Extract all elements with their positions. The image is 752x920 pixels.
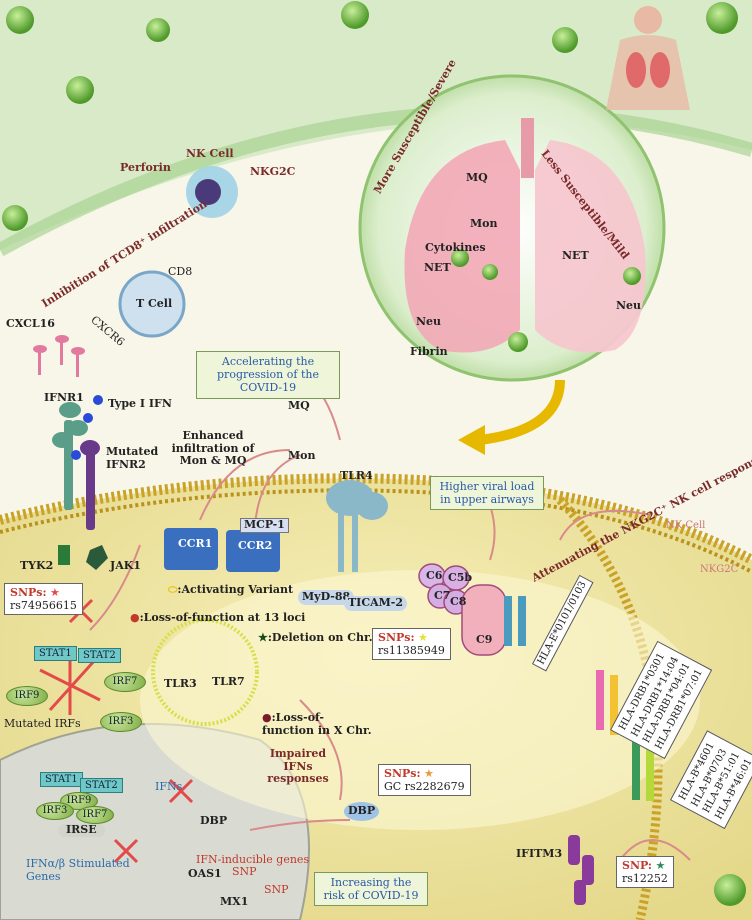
lung-neu-label: Neu xyxy=(416,315,442,328)
ifnr1-label: IFNR1 xyxy=(44,391,84,404)
nk-cell-label: NK Cell xyxy=(186,147,234,160)
snp-mx1-label: SNP xyxy=(264,883,289,896)
stat1-tag: STAT1 xyxy=(34,646,77,661)
c9-label: C9 xyxy=(476,633,493,646)
snp-ifitm-value: rs12252 xyxy=(622,872,668,886)
left-lung xyxy=(404,140,520,353)
perforin-label: Perforin xyxy=(120,161,171,174)
lung-mon-label: Mon xyxy=(470,217,498,230)
irf7-ellipse: IRF7 xyxy=(104,672,146,692)
ifns-label: IFNs xyxy=(155,780,183,793)
nkg2c-label: NKG2C xyxy=(250,165,296,178)
ifitm3-label: IFITM3 xyxy=(516,847,563,860)
lung-cytokines-label: Cytokines xyxy=(425,241,486,254)
snp-c9-prefix: SNPs: xyxy=(378,631,415,644)
snp-tyk2-box: SNPs: ★ rs74956615 xyxy=(4,583,83,616)
impaired-label: Impaired IFNs responses xyxy=(267,747,329,786)
snp-ifitm-prefix: SNP: xyxy=(622,859,652,872)
ccr2-label: CCR2 xyxy=(238,539,273,552)
ifitm3-molecule xyxy=(568,835,594,905)
c6-label: C6 xyxy=(426,569,443,582)
endosome xyxy=(151,618,259,726)
type1-ifn-label: Type I IFN xyxy=(108,397,172,410)
snp-c9-value: rs11385949 xyxy=(378,644,445,658)
c5b-label: C5b xyxy=(448,571,473,584)
snp-tyk2-prefix: SNPs: xyxy=(10,586,47,599)
activating-label: ⬭:Activating Variant xyxy=(168,583,294,596)
stat2-nuc-tag: STAT2 xyxy=(80,778,123,793)
mx1-label: MX1 xyxy=(220,895,249,908)
jak1-icon xyxy=(86,545,108,570)
snp-tyk2-value: rs74956615 xyxy=(10,599,77,613)
mq-label: MQ xyxy=(288,399,310,412)
cxcl16-label: CXCL16 xyxy=(6,317,55,330)
tyk2-icon xyxy=(58,545,70,565)
right-lung xyxy=(535,140,646,353)
lof13-label: ●:Loss-of-function at 13 loci xyxy=(130,611,306,624)
ccr1-receptor xyxy=(164,528,218,570)
dbp-label: DBP xyxy=(200,814,228,827)
hla-e-molecule xyxy=(504,596,526,646)
mcp1-label: MCP-1 xyxy=(240,518,289,533)
tyk2-label: TYK2 xyxy=(20,559,54,572)
enhanced-label: Enhanced infiltration of Mon & MQ xyxy=(171,429,255,468)
dbp-b-label: DBP xyxy=(344,802,380,821)
c8-label: C8 xyxy=(450,595,467,608)
deletion-label: ★:Deletion on Chr. 18 xyxy=(258,631,392,644)
lung-net-label: NET xyxy=(424,261,451,274)
irf3-ellipse: IRF3 xyxy=(100,712,142,732)
irf9-ellipse: IRF9 xyxy=(6,686,48,706)
stimulated-genes-label: IFNα/β Stimulated Genes xyxy=(26,857,130,883)
hla-b-molecule xyxy=(632,740,654,801)
mon-label: Mon xyxy=(288,449,316,462)
oas1-label: OAS1 xyxy=(188,867,222,880)
tlr3-label: TLR3 xyxy=(164,677,197,690)
nk-cell-small-label: NK Cell xyxy=(666,520,706,531)
snp-gc-value: GC rs2282679 xyxy=(384,780,465,794)
irf3-nuc: IRF3 xyxy=(36,802,74,820)
irf7-nuc: IRF7 xyxy=(76,806,114,824)
ccr1-label: CCR1 xyxy=(178,537,213,550)
t-cell xyxy=(118,270,186,338)
mutated-ifnr2-label: Mutated IFNR2 xyxy=(106,445,159,471)
tlr7-label: TLR7 xyxy=(212,675,245,688)
lung-fibrin-label: Fibrin xyxy=(410,345,448,358)
ticam2-label: TICAM-2 xyxy=(344,596,408,611)
ifnr2-receptor xyxy=(80,440,100,530)
snp-gc-prefix: SNPs: xyxy=(384,767,421,780)
tlr4-receptor xyxy=(326,480,388,572)
lofx-label: ●:Loss-of-function in X Chr. xyxy=(262,711,372,737)
cell-membrane xyxy=(0,473,752,565)
virus-particles xyxy=(2,1,746,906)
myd88-label: MyD-88 xyxy=(298,590,355,605)
higher-viral-load-box: Higher viral load in upper airways xyxy=(430,476,544,511)
irse-label: IRSE xyxy=(58,823,105,837)
ifnr1-receptor xyxy=(52,402,88,510)
mutated-irfs-label: Mutated IRFs xyxy=(4,717,81,730)
lung-neu2-label: Neu xyxy=(616,299,642,312)
accelerating-box: Accelerating the progression of the COVI… xyxy=(196,351,340,399)
t-cell-label: T Cell xyxy=(136,297,173,310)
snp-ifitm-box: SNP: ★ rs12252 xyxy=(616,856,674,889)
hla-drb-molecule xyxy=(596,670,618,735)
snp-c9-box: SNPs: ★ rs11385949 xyxy=(372,628,451,661)
tlr4-label: TLR4 xyxy=(340,469,373,482)
ccr2-receptor xyxy=(226,530,280,572)
ifn-inducible-label: IFN-inducible genes xyxy=(196,853,310,866)
cxcl16-icons xyxy=(33,335,85,377)
c7-label: C7 xyxy=(434,589,451,602)
complement-mac xyxy=(418,563,507,656)
stat2-tag: STAT2 xyxy=(78,648,121,663)
human-body-icon xyxy=(606,6,690,110)
stat1-nuc-tag: STAT1 xyxy=(40,772,83,787)
snp-gc-box: SNPs: ★ GC rs2282679 xyxy=(378,764,471,797)
lung-mq-label: MQ xyxy=(466,171,488,184)
increasing-risk-box: Increasing the risk of COVID-19 xyxy=(314,872,428,907)
nkg2c-small-label: NKG2C xyxy=(700,564,739,575)
lung-net2-label: NET xyxy=(562,249,589,262)
jak1-label: JAK1 xyxy=(110,559,141,572)
cd8-label: CD8 xyxy=(168,265,193,278)
snp-oas1-label: SNP xyxy=(232,865,257,878)
